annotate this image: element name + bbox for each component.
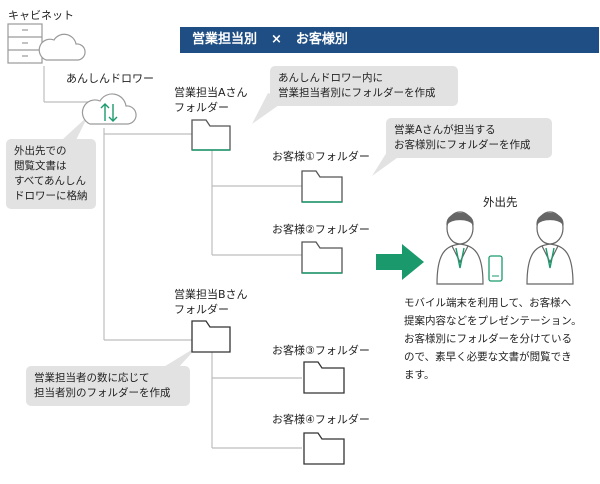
- callout-line: ドロワーに格納: [14, 190, 88, 202]
- arrow-right-icon: [376, 244, 424, 280]
- header-left: 営業担当別: [192, 32, 258, 47]
- field-title: 外出先: [483, 195, 518, 209]
- callout-line: 外出先での: [14, 145, 67, 157]
- folder-label-customer-3: お客様③フォルダー: [272, 344, 370, 357]
- sync-cloud-icon: [81, 93, 137, 125]
- folder-icon: [191, 320, 231, 353]
- callout-line: 営業担当者別にフォルダーを作成: [278, 87, 436, 99]
- folder-icon: [301, 241, 343, 274]
- folder-label-line: フォルダー: [174, 303, 229, 316]
- callout-line: あんしんドロワー内に: [278, 72, 383, 84]
- folder-label-customer-2: お客様②フォルダー: [272, 223, 370, 236]
- field-description: モバイル端末を利用して、お客様へ 提案内容などをプレゼンテーション。 お客様別に…: [404, 294, 582, 384]
- cabinet-label: キャビネット: [8, 9, 74, 22]
- callout-tail: [162, 346, 198, 368]
- folder-icon: [303, 432, 345, 465]
- folder-label-customer-4: お客様④フォルダー: [272, 413, 370, 426]
- callout-line: 閲覧文書は: [14, 160, 67, 172]
- header-right: お客様別: [295, 32, 348, 47]
- callout-line: 担当者別のフォルダーを作成: [34, 387, 171, 399]
- person-icon: [526, 211, 574, 285]
- folder-label-sales-a: 営業担当Aさん フォルダー: [174, 85, 248, 115]
- cabinet-icon: [7, 23, 43, 64]
- folder-label-customer-1: お客様①フォルダー: [272, 150, 370, 163]
- folder-label-sales-b: 営業担当Bさん フォルダー: [174, 287, 248, 317]
- description-line: お客様別にフォルダーを分けている: [404, 333, 572, 345]
- description-line: 提案内容などをプレゼンテーション。: [404, 315, 582, 327]
- callout-line: 営業Aさんが担当する: [394, 124, 496, 136]
- description-line: ので、素早く必要な文書が閲覧でき: [404, 351, 572, 363]
- header-bar: 営業担当別 × お客様別: [180, 27, 599, 53]
- callout-tail: [62, 116, 88, 140]
- folder-icon: [301, 170, 343, 203]
- callout-customer-folder: 営業Aさんが担当する お客様別にフォルダーを作成: [386, 118, 552, 158]
- smartphone-icon: [488, 255, 503, 282]
- header-separator: ×: [271, 32, 282, 47]
- folder-label-line: フォルダー: [174, 101, 229, 114]
- folder-label-line: 営業担当Bさん: [174, 288, 248, 301]
- callout-sales-folder: あんしんドロワー内に 営業担当者別にフォルダーを作成: [270, 66, 458, 106]
- folder-icon: [191, 119, 231, 151]
- folder-label-line: 営業担当Aさん: [174, 86, 248, 99]
- description-line: ます。: [404, 369, 435, 381]
- callout-line: 営業担当者の数に応じて: [34, 372, 150, 384]
- description-line: モバイル端末を利用して、お客様へ: [404, 297, 572, 309]
- callout-count: 営業担当者の数に応じて 担当者別のフォルダーを作成: [26, 366, 190, 406]
- folder-icon: [303, 361, 345, 394]
- person-icon: [436, 211, 484, 285]
- callout-storage: 外出先での 閲覧文書は すべてあんしん ドロワーに格納: [6, 139, 96, 209]
- cloud-label: あんしんドロワー: [66, 72, 154, 85]
- callout-line: すべてあんしん: [14, 175, 87, 187]
- cloud-icon: [38, 33, 86, 61]
- tree-connectors: [43, 66, 302, 449]
- callout-line: お客様別にフォルダーを作成: [394, 139, 531, 151]
